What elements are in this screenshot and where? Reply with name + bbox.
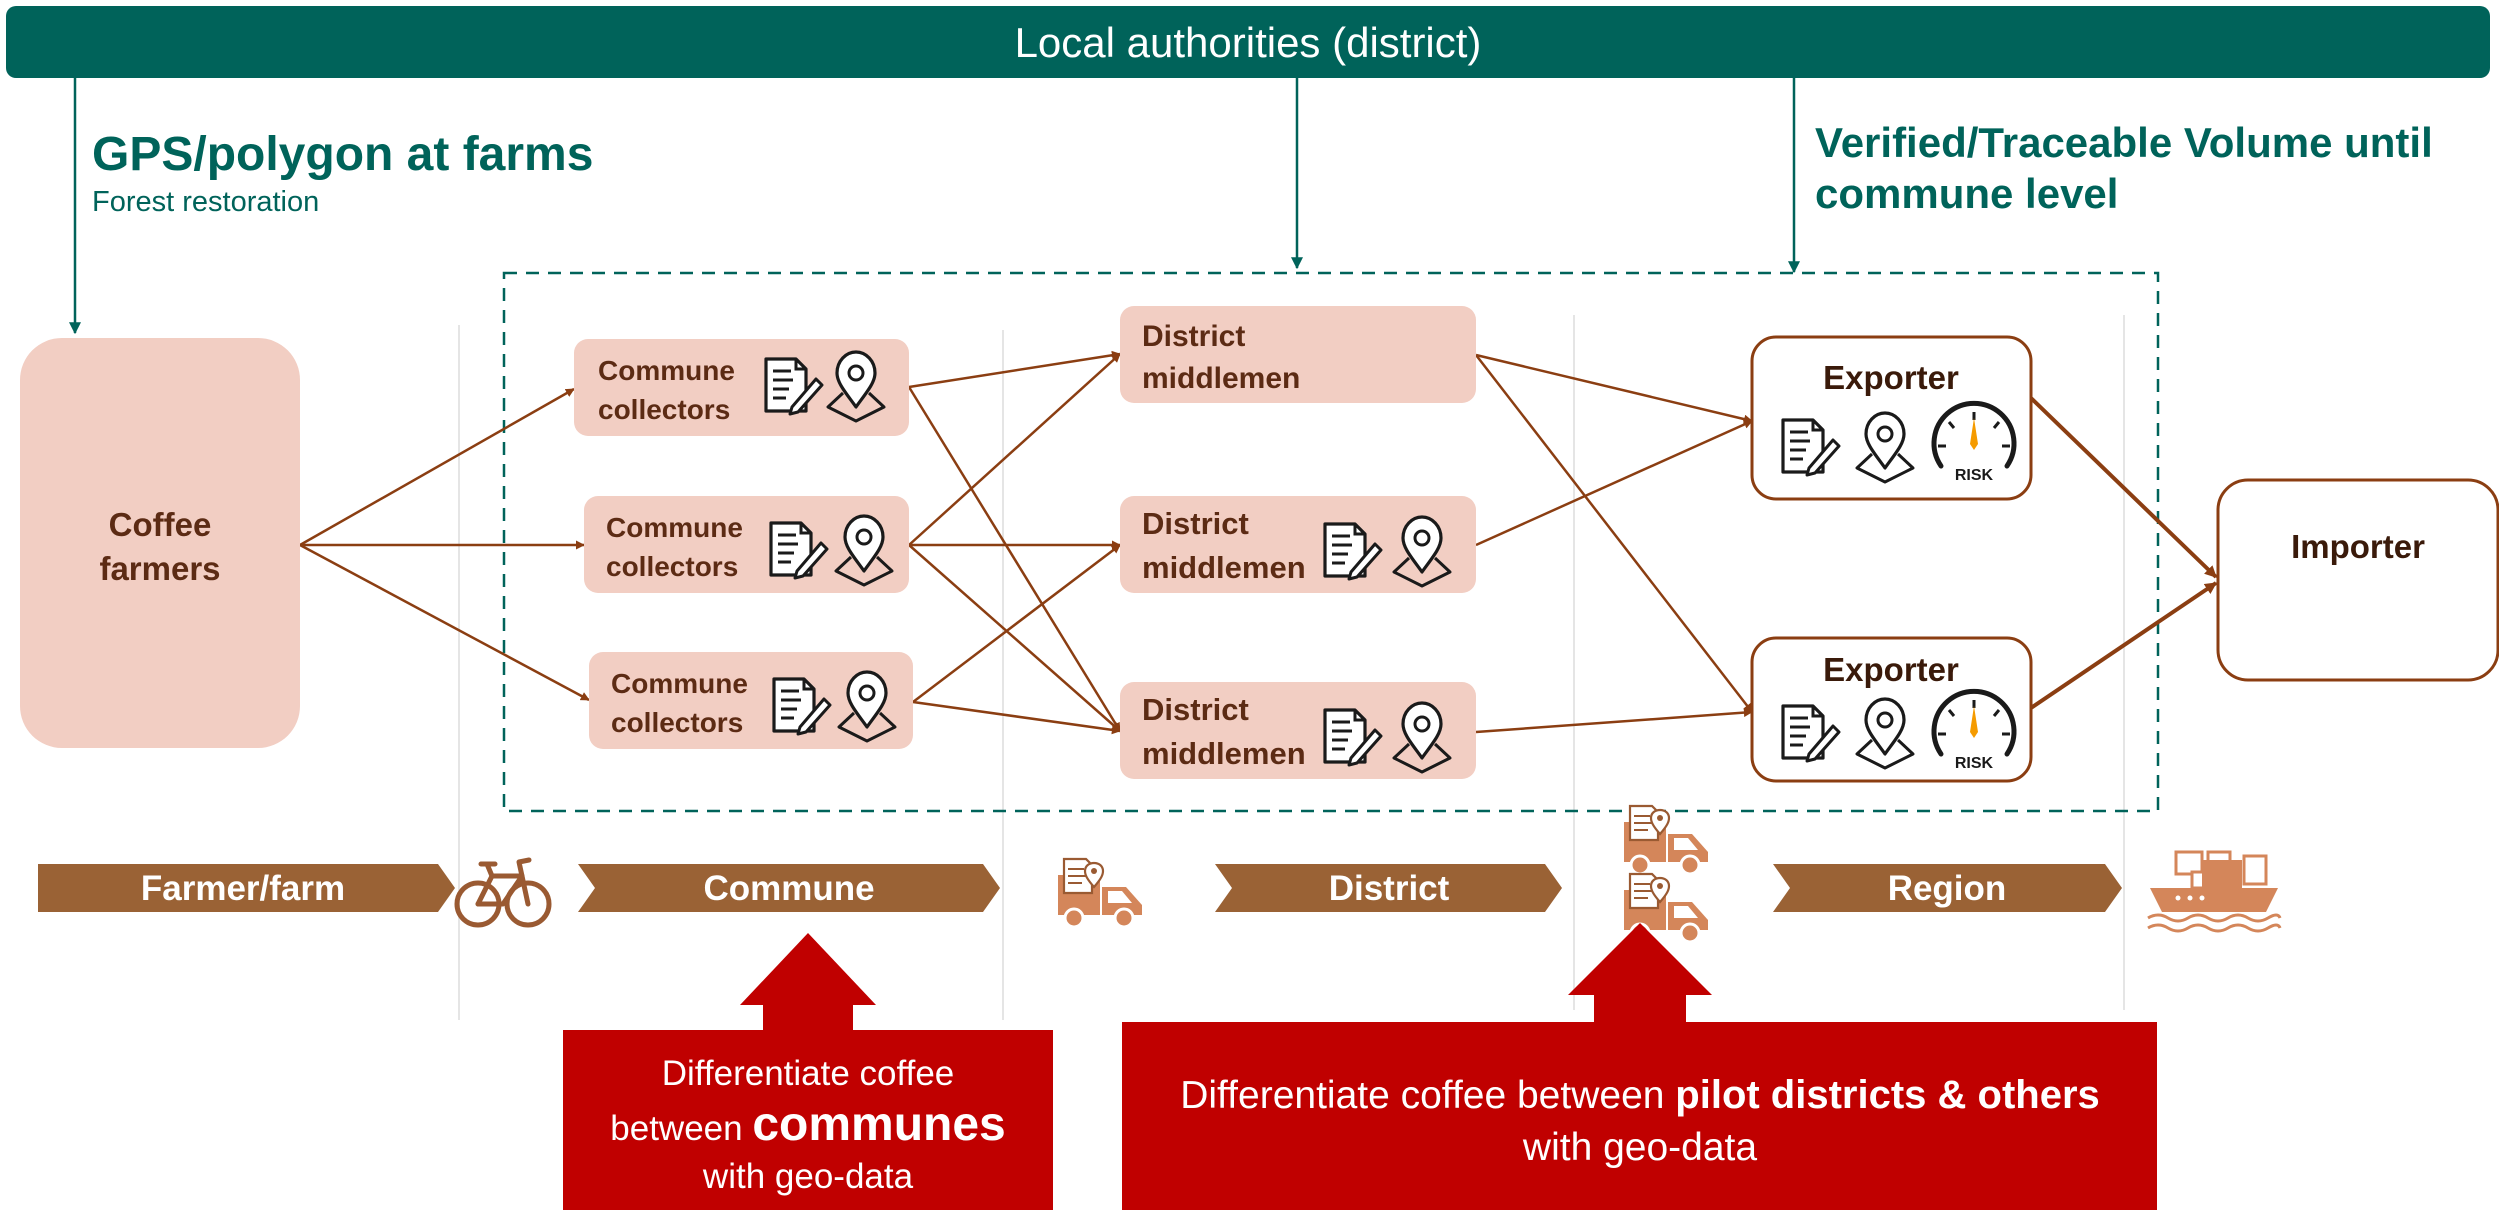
middlemen-label-line1: District bbox=[1142, 320, 1245, 353]
banner-title: Local authorities (district) bbox=[1015, 19, 1482, 66]
stage-region: Region bbox=[1773, 864, 2122, 912]
callout-communes: Differentiate coffee between communes wi… bbox=[563, 933, 1053, 1210]
commune-collectors-node-1: Commune collectors bbox=[574, 339, 909, 436]
middlemen-label-line2: middlemen bbox=[1142, 736, 1306, 771]
collector-label-line2: collectors bbox=[598, 394, 730, 425]
collector-label-line1: Commune bbox=[611, 668, 748, 699]
traceable-zone-frame bbox=[502, 271, 2160, 813]
middlemen-label-line1: District bbox=[1142, 506, 1249, 541]
flow-arrows bbox=[299, 350, 1753, 735]
stage-commune: Commune bbox=[578, 864, 1000, 912]
stage-label: Commune bbox=[703, 869, 874, 908]
collector-label-line1: Commune bbox=[598, 355, 735, 386]
risk-gauge-icon bbox=[1934, 691, 2014, 754]
callout-text-emphasis: communes bbox=[752, 1098, 1005, 1151]
district-middlemen-node-3: District middlemen bbox=[1120, 682, 1476, 779]
callout-text-prefix: between bbox=[610, 1109, 752, 1148]
farmers-label-line2: farmers bbox=[99, 550, 220, 587]
arrow-up-icon bbox=[1568, 923, 1712, 995]
district-middlemen-node-2: District middlemen bbox=[1120, 496, 1476, 593]
callout-text-prefix: Differentiate coffee between bbox=[1180, 1074, 1675, 1117]
truck-icon bbox=[1622, 804, 1710, 876]
callout-text-line1: Differentiate coffee bbox=[662, 1054, 955, 1093]
callout-text-line3: with geo-data bbox=[702, 1157, 914, 1196]
coffee-farmers-node: Coffee farmers bbox=[20, 338, 300, 748]
exporter-label: Exporter bbox=[1823, 359, 1959, 396]
forest-restoration-label: Forest restoration bbox=[92, 186, 319, 218]
district-middlemen-node-1: District middlemen bbox=[1120, 306, 1476, 403]
commune-collectors-node-2: Commune collectors bbox=[584, 496, 909, 593]
callout-text-line2: with geo-data bbox=[1522, 1126, 1757, 1169]
arrow-up-icon bbox=[740, 933, 876, 1005]
middlemen-label-line2: middlemen bbox=[1142, 550, 1306, 585]
stage-label: District bbox=[1329, 869, 1450, 908]
exporter-importer-arrows bbox=[2029, 396, 2218, 710]
collector-label-line2: collectors bbox=[611, 707, 743, 738]
exporter-label: Exporter bbox=[1823, 651, 1959, 688]
local-authorities-banner: Local authorities (district) bbox=[6, 6, 2490, 78]
importer-label: Importer bbox=[2291, 528, 2425, 565]
gps-polygon-title: GPS/polygon at farms bbox=[92, 128, 593, 181]
stage-district: District bbox=[1215, 864, 1562, 912]
callout-districts: Differentiate coffee between pilot distr… bbox=[1122, 923, 2157, 1210]
stage-farmer-farm: Farmer/farm bbox=[38, 864, 455, 912]
exporter-node-1: Exporter RISK bbox=[1750, 335, 2033, 501]
collector-label-line2: collectors bbox=[606, 551, 738, 582]
risk-gauge-icon bbox=[1934, 403, 2014, 466]
callout-text-line2: between communes bbox=[610, 1098, 1005, 1151]
farmers-label-line1: Coffee bbox=[109, 506, 212, 543]
exporter-node-2: Exporter RISK bbox=[1750, 636, 2033, 783]
middlemen-label-line2: middlemen bbox=[1142, 362, 1300, 395]
bicycle-icon bbox=[454, 857, 552, 928]
commune-collectors-node-3: Commune collectors bbox=[589, 652, 913, 749]
authority-connectors bbox=[69, 78, 1800, 335]
risk-label: RISK bbox=[1955, 755, 1994, 772]
callout-text-line1: Differentiate coffee between pilot distr… bbox=[1180, 1073, 2100, 1117]
stage-label: Region bbox=[1888, 869, 2007, 908]
risk-label: RISK bbox=[1955, 467, 1994, 484]
verified-volume-line2: commune level bbox=[1815, 170, 2118, 217]
middlemen-label-line1: District bbox=[1142, 692, 1249, 727]
ship-icon bbox=[2147, 850, 2282, 933]
verified-volume-line1: Verified/Traceable Volume until bbox=[1815, 119, 2433, 166]
truck-icon bbox=[1056, 857, 1144, 929]
stage-label: Farmer/farm bbox=[141, 869, 345, 908]
callout-text-emphasis: pilot districts & others bbox=[1675, 1073, 2100, 1117]
importer-node: Importer bbox=[2216, 478, 2499, 682]
collector-label-line1: Commune bbox=[606, 512, 743, 543]
